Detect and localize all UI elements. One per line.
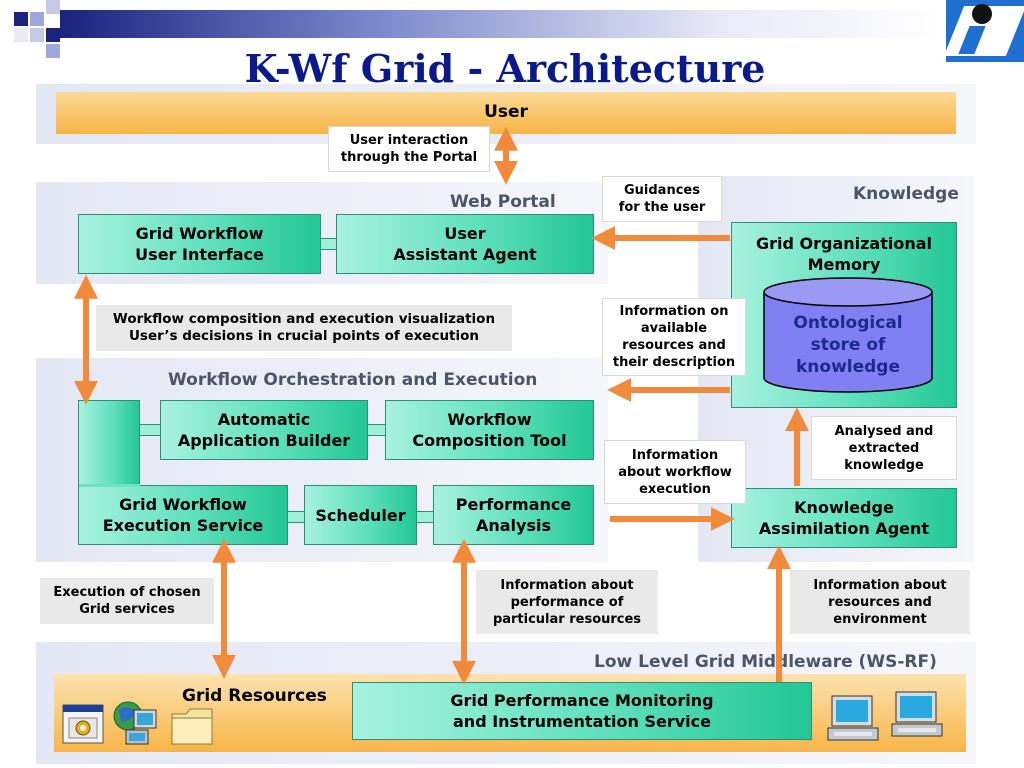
corner-squares <box>0 0 80 64</box>
grid-performance-monitoring-box: Grid Performance Monitoring and Instrume… <box>352 682 812 740</box>
page-title: K-Wf Grid - Architecture <box>244 46 766 91</box>
grid-resources-label: Grid Resources <box>182 686 327 706</box>
note-user-interaction: User interaction through the Portal <box>328 126 490 172</box>
gom-label: Grid Organizational Memory <box>755 234 933 274</box>
note-info-resources: Information on available resources and t… <box>602 298 746 376</box>
middleware-label: Low Level Grid Middleware (WS-RF) <box>594 652 937 672</box>
logo <box>943 0 1024 62</box>
knowledge-label: Knowledge <box>853 184 959 204</box>
note-workflow-visualization: Workflow composition and execution visua… <box>96 305 512 351</box>
workflow-composition-tool-box: Workflow Composition Tool <box>385 400 594 460</box>
application-window-icon <box>62 704 104 744</box>
ontology-label: Ontological store of knowledge <box>793 313 903 377</box>
header-stripe <box>60 10 940 38</box>
user-assistant-agent-box: User Assistant Agent <box>336 214 594 274</box>
note-info-workflow: Information about workflow execution <box>604 440 746 504</box>
grid-workflow-execution-service-box: Grid Workflow Execution Service <box>78 485 288 545</box>
performance-analysis-box: Performance Analysis <box>433 485 594 545</box>
connector-aab-wct <box>368 424 385 436</box>
grid-workflow-ui-box: Grid Workflow User Interface <box>78 214 321 274</box>
note-info-environment: Information about resources and environm… <box>790 570 970 634</box>
ontology-cylinder <box>763 277 933 393</box>
scheduler-box: Scheduler <box>304 485 417 545</box>
desktop-computer-icon <box>827 695 879 741</box>
connector-scheduler-perf <box>417 511 433 523</box>
automatic-application-builder-box: Automatic Application Builder <box>160 400 368 460</box>
note-execution-services: Execution of chosen Grid services <box>40 578 214 624</box>
workflow-label: Workflow Orchestration and Execution <box>168 370 538 390</box>
web-portal-label: Web Portal <box>450 192 556 212</box>
connector-gwes-scheduler <box>288 511 304 523</box>
note-analysed: Analysed and extracted knowledge <box>811 416 957 480</box>
connector-gwes-aab <box>140 424 160 436</box>
note-info-performance: Information about performance of particu… <box>476 570 658 634</box>
network-computer-icon <box>113 701 157 745</box>
knowledge-assimilation-agent-box: Knowledge Assimilation Agent <box>731 488 957 548</box>
connector-gwui-uaa <box>321 238 336 250</box>
folder-icon <box>171 708 213 745</box>
desktop-computer-icon-2 <box>891 691 943 737</box>
note-guidances: Guidances for the user <box>602 176 722 222</box>
